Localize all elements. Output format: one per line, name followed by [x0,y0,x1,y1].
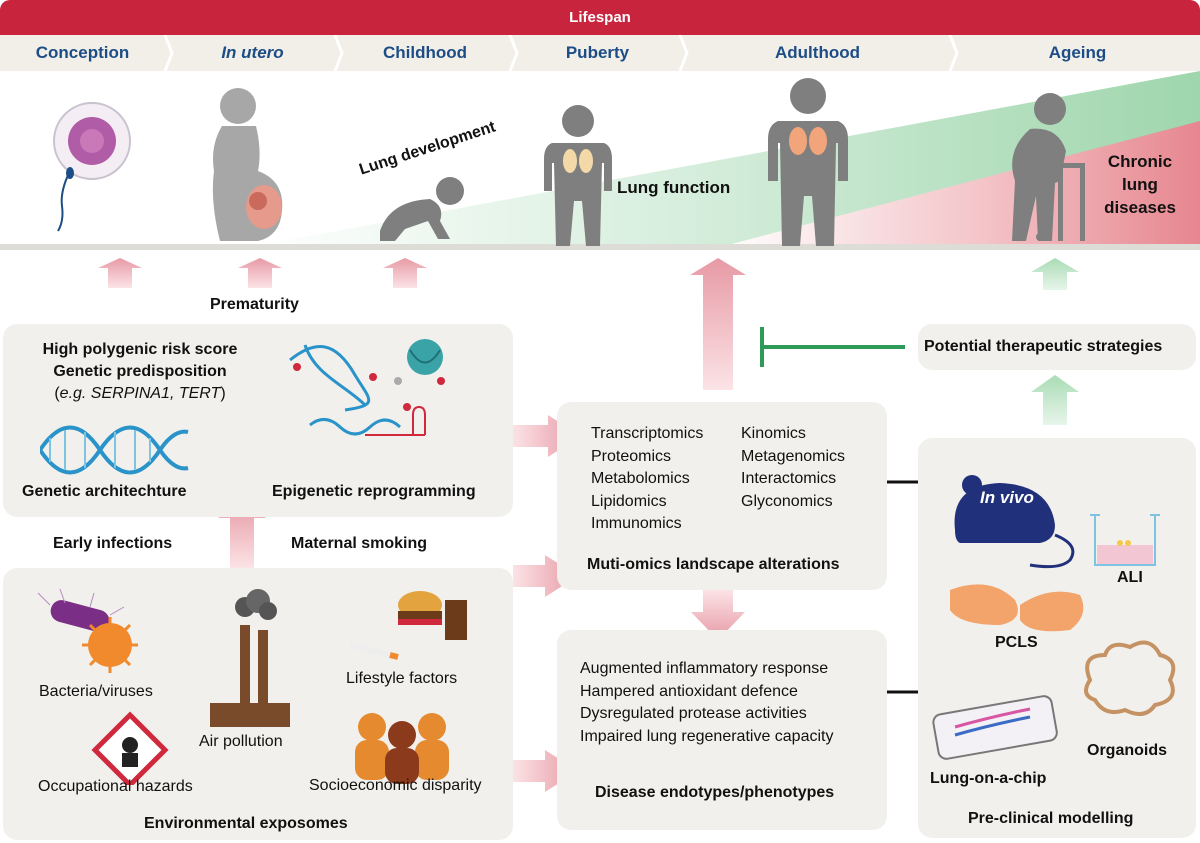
disease-item: Augmented inflammatory response [580,660,829,677]
omics-item: Metabolomics [591,470,690,487]
omics-item: Kinomics [741,425,806,442]
omics-item: Lipidomics [591,492,667,510]
omics-item: Metagenomics [741,447,846,465]
disease-item: Dysregulated protease activities [580,705,807,722]
down-arrow-omics [691,590,745,640]
up-arrow-conception [98,258,142,288]
inhibition-line [760,327,905,367]
disease-item: Impaired lung regenerative capacity [580,727,834,745]
factory-icon [210,589,290,727]
up-arrow-therapeutic [1031,258,1079,290]
lifestyle-label: Lifestyle factors [346,670,458,687]
stage-dividers [163,35,959,71]
life-stages-bar: Conception In utero Childhood Puberty Ad… [0,35,1200,71]
omics-item: Proteomics [591,447,672,465]
pcls-icon [950,584,1084,632]
up-arrow-in-utero [238,258,282,288]
chronic-line-1: Chronic [1107,152,1173,171]
right-arrow-disease [513,750,578,792]
stage-ageing: Ageing [1048,43,1107,62]
omics-left-list: Transcriptomics Proteomics Metabolomics … [591,423,703,536]
dna-helix-icon [40,425,189,475]
up-arrow-from-models [1031,375,1079,425]
model-icons [932,475,1176,760]
example-genes-line: (e.g. SERPINA1, TERT) [20,383,260,405]
stage-in-utero: In utero [221,43,284,62]
omics-right-list: Kinomics Metagenomics Interactomics Glyc… [741,423,845,513]
polygenic-risk-line: High polygenic risk score [42,341,238,358]
omics-item: Immunomics [591,515,682,532]
omics-item: Interactomics [741,470,837,487]
preclinical-title: Pre-clinical modelling [968,810,1134,827]
paren-open: ( [54,385,60,402]
therapeutic-box [918,324,1196,370]
epigenetic-icons [289,339,445,436]
omics-item: Glyconomics [741,492,833,510]
people-icon [355,713,449,784]
lifestyle-icon [349,591,467,660]
genetic-risk-text: High polygenic risk score Genetic predis… [20,339,260,405]
lifespan-header: Lifespan [0,0,1200,35]
environment-icons [37,588,467,785]
crawling-baby-icon [380,177,464,241]
chronic-line-3: diseases [1104,198,1176,217]
genetic-predisposition-line: Genetic predisposition [53,363,227,380]
epigenetic-label: Epigenetic reprogramming [272,483,476,500]
stage-puberty: Puberty [565,43,630,62]
stage-childhood: Childhood [382,43,468,62]
timeline-icons [53,78,1085,246]
early-infections-label: Early infections [53,535,173,552]
omics-box [557,402,887,590]
omics-item: Transcriptomics [591,425,704,442]
air-pollution-label: Air pollution [199,733,283,750]
chromatin-icon [394,339,445,385]
up-arrow-childhood [383,258,427,288]
lung-chip-label: Lung-on-a-chip [930,770,1047,787]
disease-list: Augmented inflammatory response Hampered… [580,658,833,748]
stage-conception: Conception [35,43,130,62]
elderly-walker-icon [1012,93,1085,241]
ali-label: ALI [1117,569,1143,586]
right-arrow-environment [513,555,578,597]
pregnant-woman-icon [212,88,283,241]
chronic-line-2: lung [1122,175,1158,194]
methylated-dna-icon [289,344,377,412]
ali-well-icon [1090,514,1160,566]
paren-close: ) [220,385,226,402]
lung-function-label: Lung function [617,178,731,197]
disease-box [557,630,887,830]
prematurity-label: Prematurity [210,296,299,313]
disease-item: Hampered antioxidant defence [580,682,798,700]
omics-title: Muti-omics landscape alterations [587,556,840,573]
genetic-architecture-label: Genetic architechture [22,483,187,500]
pcls-label: PCLS [995,634,1038,651]
mouse-icon [954,475,1075,569]
adult-figure-icon [768,78,848,246]
chronic-diseases-label: Chronic lung diseases [1095,150,1185,219]
up-arrow-environment [218,500,266,568]
therapeutic-label: Potential therapeutic strategies [924,338,1163,355]
virus-icon [82,617,138,673]
lifespan-title: Lifespan [569,9,631,26]
up-arrow-lung-function [690,258,746,390]
bacteria-viruses-label: Bacteria/viruses [39,683,153,700]
in-vivo-label: In vivo [980,488,1034,507]
maternal-smoking-label: Maternal smoking [291,535,428,552]
organoids-label: Organoids [1087,742,1168,759]
hazard-icon [91,711,169,785]
rna-icon [309,403,426,436]
organoid-icon [1084,640,1176,716]
disease-title: Disease endotypes/phenotypes [595,784,835,801]
bacteria-icon [37,588,125,632]
socioeconomic-label: Socioeconomic disparity [309,777,482,794]
occupational-label: Occupational hazards [38,778,193,795]
example-genes: e.g. SERPINA1, TERT [59,385,221,402]
environmental-title: Environmental exposomes [144,815,348,832]
teen-figure-icon [544,105,612,246]
oocyte-icon [53,102,131,232]
stage-adulthood: Adulthood [775,43,860,62]
lung-chip-icon [932,695,1058,760]
